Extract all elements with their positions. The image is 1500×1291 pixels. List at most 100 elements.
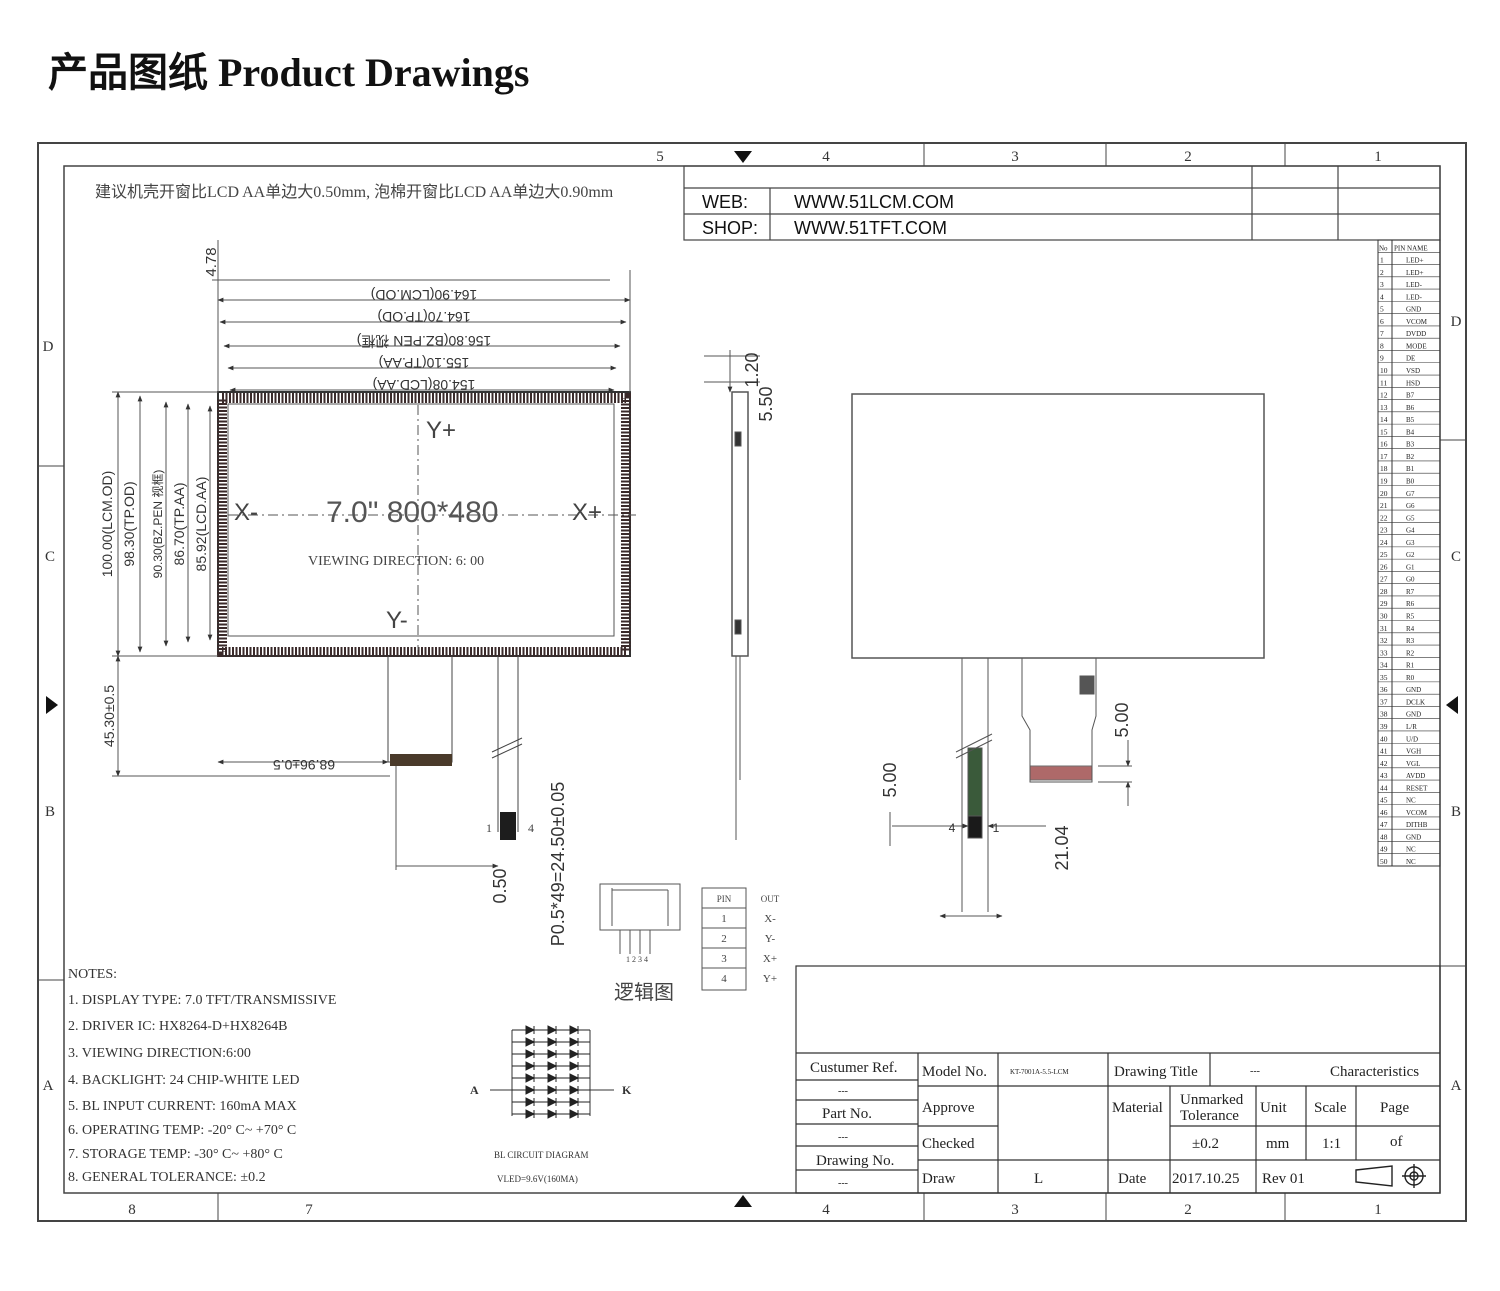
center-arrow-right-icon: [1446, 696, 1458, 714]
dim-back-b: 5.00: [1112, 702, 1132, 737]
center-arrow-left-icon: [46, 696, 58, 714]
customer-ref-label: Custumer Ref.: [810, 1060, 898, 1076]
checked-label: Checked: [922, 1136, 975, 1152]
led-diode-icon: [547, 1109, 558, 1119]
pin-name: G2: [1406, 551, 1415, 559]
zone-bottom-3: 3: [1011, 1202, 1019, 1218]
led-diode-icon: [525, 1061, 536, 1071]
pin-name: R4: [1406, 625, 1415, 633]
pin-number: 7: [1380, 329, 1384, 338]
logic-row-out: Y+: [763, 973, 777, 985]
dim-pitch: 0.50: [490, 868, 510, 903]
pin-number: 5: [1380, 305, 1384, 314]
pin-name: R5: [1406, 613, 1415, 621]
side-view: [704, 350, 760, 840]
shop-label: SHOP:: [702, 218, 758, 238]
pin-name: R1: [1406, 662, 1415, 670]
pin-number: 14: [1380, 415, 1388, 424]
zone-right-c: C: [1451, 549, 1461, 565]
led-diode-icon: [547, 1037, 558, 1047]
pin-number: 46: [1380, 808, 1388, 817]
pin-number: 43: [1380, 771, 1388, 780]
led-diode-icon: [547, 1025, 558, 1035]
pin-name: GND: [1406, 711, 1421, 719]
logic-row-pin: 2: [721, 933, 727, 945]
zone-top-2: 2: [1184, 149, 1192, 165]
web-label: WEB:: [702, 192, 748, 212]
draw-value: L: [1034, 1171, 1043, 1187]
pin-name: DCLK: [1406, 698, 1425, 706]
dim-back-c: 21.04: [1052, 825, 1072, 870]
dim-fpc-width: P0.5*49=24.50±0.05: [548, 782, 568, 947]
pin-table-header-no: No: [1379, 244, 1388, 252]
pin-number: 23: [1380, 526, 1388, 535]
pin-number: 11: [1380, 378, 1387, 387]
back-pin-4: 4: [949, 821, 956, 835]
chinese-note: 建议机壳开窗比LCD AA单边大0.50mm, 泡棉开窗比LCD AA单边大0.…: [95, 183, 614, 201]
pin-number: 27: [1380, 575, 1388, 584]
pin-number: 22: [1380, 513, 1388, 522]
pin-name: LED-: [1406, 281, 1423, 289]
led-diode-icon: [525, 1049, 536, 1059]
shop-link[interactable]: WWW.51TFT.COM: [794, 218, 947, 238]
center-arrow-bottom-icon: [734, 1195, 752, 1207]
pin-number: 37: [1380, 697, 1388, 706]
pin-number: 2: [1380, 268, 1384, 277]
pin-name: B4: [1406, 428, 1415, 436]
pin-number: 38: [1380, 710, 1388, 719]
led-diode-icon: [525, 1037, 536, 1047]
part-no-label: Part No.: [822, 1106, 872, 1122]
front-pin-1: 1: [486, 821, 492, 835]
page-value: of: [1390, 1134, 1403, 1150]
projection-symbol-icon: [1355, 1164, 1426, 1188]
logic-pin-numbers: 1 2 3 4: [626, 955, 648, 964]
web-link[interactable]: WWW.51LCM.COM: [794, 192, 954, 212]
pin-number: 6: [1380, 317, 1384, 326]
dim-lcd-aa-width: 154.08(LCD.AA): [373, 377, 476, 393]
pin-number: 31: [1380, 624, 1388, 633]
notes-heading: NOTES:: [68, 967, 117, 982]
approve-label: Approve: [922, 1100, 975, 1116]
pin-name: VGL: [1406, 760, 1420, 768]
led-diode-icon: [525, 1097, 536, 1107]
pin-name: LED+: [1406, 257, 1424, 265]
pin-name: GND: [1406, 686, 1421, 694]
pin-name: B3: [1406, 441, 1415, 449]
pin-name: NC: [1406, 846, 1416, 854]
zone-bottom-4: 4: [822, 1202, 830, 1218]
pin-name: R0: [1406, 674, 1415, 682]
rev-label: Rev 01: [1262, 1171, 1305, 1187]
back-pin-1: 1: [993, 821, 1000, 835]
note-item: 3. VIEWING DIRECTION:6:00: [68, 1046, 251, 1061]
circuit-caption: BL CIRCUIT DIAGRAM: [494, 1150, 589, 1160]
part-no-value: ---: [838, 1132, 848, 1143]
customer-ref-value: ---: [838, 1086, 848, 1097]
pin-name: B2: [1406, 453, 1415, 461]
pin-name: DE: [1406, 355, 1415, 363]
dim-lcm-od-height: 100.00(LCM.OD): [99, 471, 115, 578]
dim-tp-aa-height: 86.70(TP.AA): [171, 482, 187, 565]
logic-table-pin-header: PIN: [717, 894, 732, 904]
zone-left-d: D: [43, 339, 54, 355]
led-diode-icon: [525, 1025, 536, 1035]
center-arrow-top-icon: [734, 151, 752, 163]
note-item: 2. DRIVER IC: HX8264-D+HX8264B: [68, 1019, 287, 1034]
zone-bottom-7: 7: [305, 1202, 313, 1218]
pin-number: 3: [1380, 280, 1384, 289]
zone-right-b: B: [1451, 804, 1461, 820]
pin-number: 30: [1380, 612, 1388, 621]
dim-top-offset: 4.78: [203, 247, 220, 276]
y-plus-label: Y+: [426, 417, 456, 444]
led-diode-icon: [569, 1037, 580, 1047]
circuit-cathode: K: [622, 1083, 632, 1097]
pin-number: 34: [1380, 661, 1388, 670]
model-no-value: KT-7001A-5.5-LCM: [1010, 1068, 1069, 1076]
model-no-label: Model No.: [922, 1064, 987, 1080]
drawing-no-label: Drawing No.: [816, 1153, 894, 1169]
pin-name: R3: [1406, 637, 1415, 645]
pin-name: G7: [1406, 490, 1415, 498]
pin-name: NC: [1406, 858, 1416, 866]
note-item: 8. GENERAL TOLERANCE: ±0.2: [68, 1170, 266, 1185]
material-label: Material: [1112, 1100, 1163, 1116]
zone-bottom-2: 2: [1184, 1202, 1192, 1218]
